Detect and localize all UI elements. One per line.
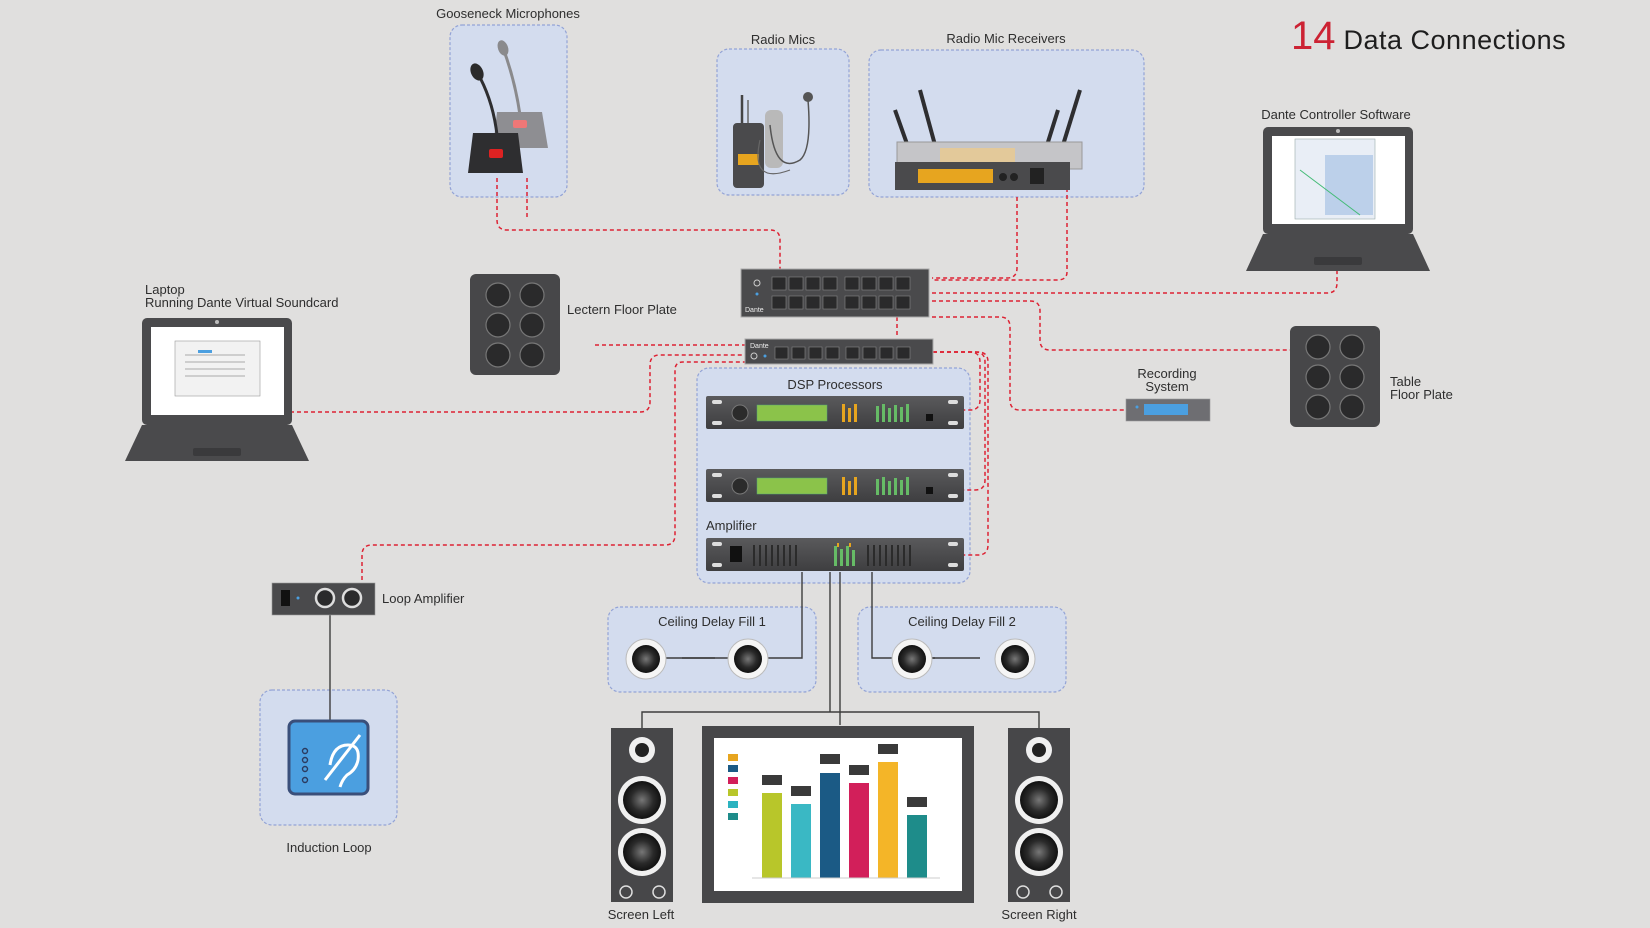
label-loop-amplifier: Loop Amplifier	[382, 591, 465, 606]
svg-text:Dante: Dante	[750, 343, 769, 350]
loop-amplifier-icon	[271, 582, 376, 616]
recording-system-icon	[1125, 398, 1211, 422]
audio-cables	[329, 572, 1040, 728]
speaker-icon-right	[1008, 728, 1070, 902]
data-cables	[290, 167, 1338, 580]
speaker-icon-left	[611, 728, 673, 902]
label-laptop-line2: Running Dante Virtual Soundcard	[145, 295, 339, 310]
label-ceiling-fill-2: Ceiling Delay Fill 2	[908, 614, 1016, 629]
title-number: 14	[1291, 14, 1336, 58]
label-table-plate-line2: Floor Plate	[1390, 387, 1453, 402]
rack-unit-icon-amplifier	[706, 538, 964, 571]
label-lectern-plate: Lectern Floor Plate	[567, 302, 677, 317]
label-dsp: DSP Processors	[787, 377, 883, 392]
network-switch-icon-2: Dante	[744, 338, 934, 365]
laptop-icon-controller	[1246, 127, 1430, 271]
svg-text:Dante: Dante	[745, 307, 764, 314]
label-gooseneck: Gooseneck Microphones	[436, 6, 580, 21]
receiver-icon	[893, 89, 1083, 190]
floor-plate-icon	[470, 274, 560, 375]
display-screen-icon	[702, 726, 974, 903]
label-dante-controller: Dante Controller Software	[1261, 107, 1411, 122]
radio-mic-icon	[733, 92, 813, 188]
title-text: Data Connections	[1343, 25, 1567, 55]
gooseneck-mic-icon	[468, 40, 548, 173]
label-ceiling-fill-1: Ceiling Delay Fill 1	[658, 614, 766, 629]
label-table-plate-line1: Table	[1390, 374, 1422, 389]
laptop-icon	[125, 318, 309, 461]
label-radio-mics: Radio Mics	[750, 32, 816, 47]
floor-plate-icon-table	[1290, 326, 1380, 427]
label-amplifier: Amplifier	[706, 518, 757, 533]
hearing-loop-icon	[287, 719, 370, 796]
label-recording-line2: System	[1145, 379, 1189, 394]
label-screen-left: Screen Left	[607, 907, 675, 922]
label-radio-receivers: Radio Mic Receivers	[946, 31, 1066, 46]
ceiling-speaker-icon	[625, 638, 1036, 680]
network-switch-icon: Dante	[740, 268, 930, 318]
rack-unit-icon-dsp-2	[706, 469, 964, 502]
rack-unit-icon-dsp-1	[706, 396, 964, 429]
label-recording-line1: Recording	[1137, 366, 1197, 381]
label-screen-right: Screen Right	[1001, 907, 1077, 922]
label-laptop-line1: Laptop	[145, 282, 185, 297]
label-induction-loop: Induction Loop	[286, 840, 372, 855]
